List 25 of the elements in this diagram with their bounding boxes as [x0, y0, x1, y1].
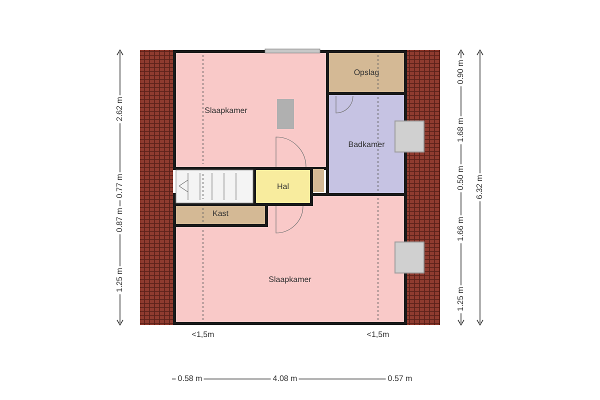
dimension-label: 0.87 m	[115, 206, 125, 234]
dimension-label: 1.68 m	[456, 116, 466, 144]
dimension-label: <1,5m	[190, 330, 216, 340]
dimension-label: 0.57 m	[386, 374, 414, 384]
dimension-label: 0.50 m	[456, 164, 466, 192]
dimension-label: 0.77 m	[115, 172, 125, 200]
room	[253, 167, 313, 206]
dimension-label: 0.90 m	[456, 58, 466, 86]
room-name: Badkamer	[348, 140, 385, 148]
dimension-label: <1,5m	[364, 330, 392, 340]
dimension-label: 4.08 m	[270, 374, 300, 384]
room	[326, 92, 407, 196]
dimension-label: 1.25 m	[456, 284, 466, 314]
dimension-label: 1.25 m	[115, 266, 125, 294]
dimension-label: 1.66 m	[456, 214, 466, 244]
dimension-label: 0.58 m	[176, 374, 204, 384]
room-name: Hal	[276, 182, 289, 191]
dimension-label: 2.62 m	[115, 94, 125, 124]
room-name: Slaapkamer	[268, 274, 312, 284]
room-name: Slaapkamer	[204, 106, 248, 114]
dimension-label: 6.32 m	[475, 172, 485, 202]
room-name: Kast	[212, 208, 228, 218]
room	[326, 50, 407, 95]
room-name: Opslag	[354, 68, 380, 77]
room	[173, 50, 329, 170]
